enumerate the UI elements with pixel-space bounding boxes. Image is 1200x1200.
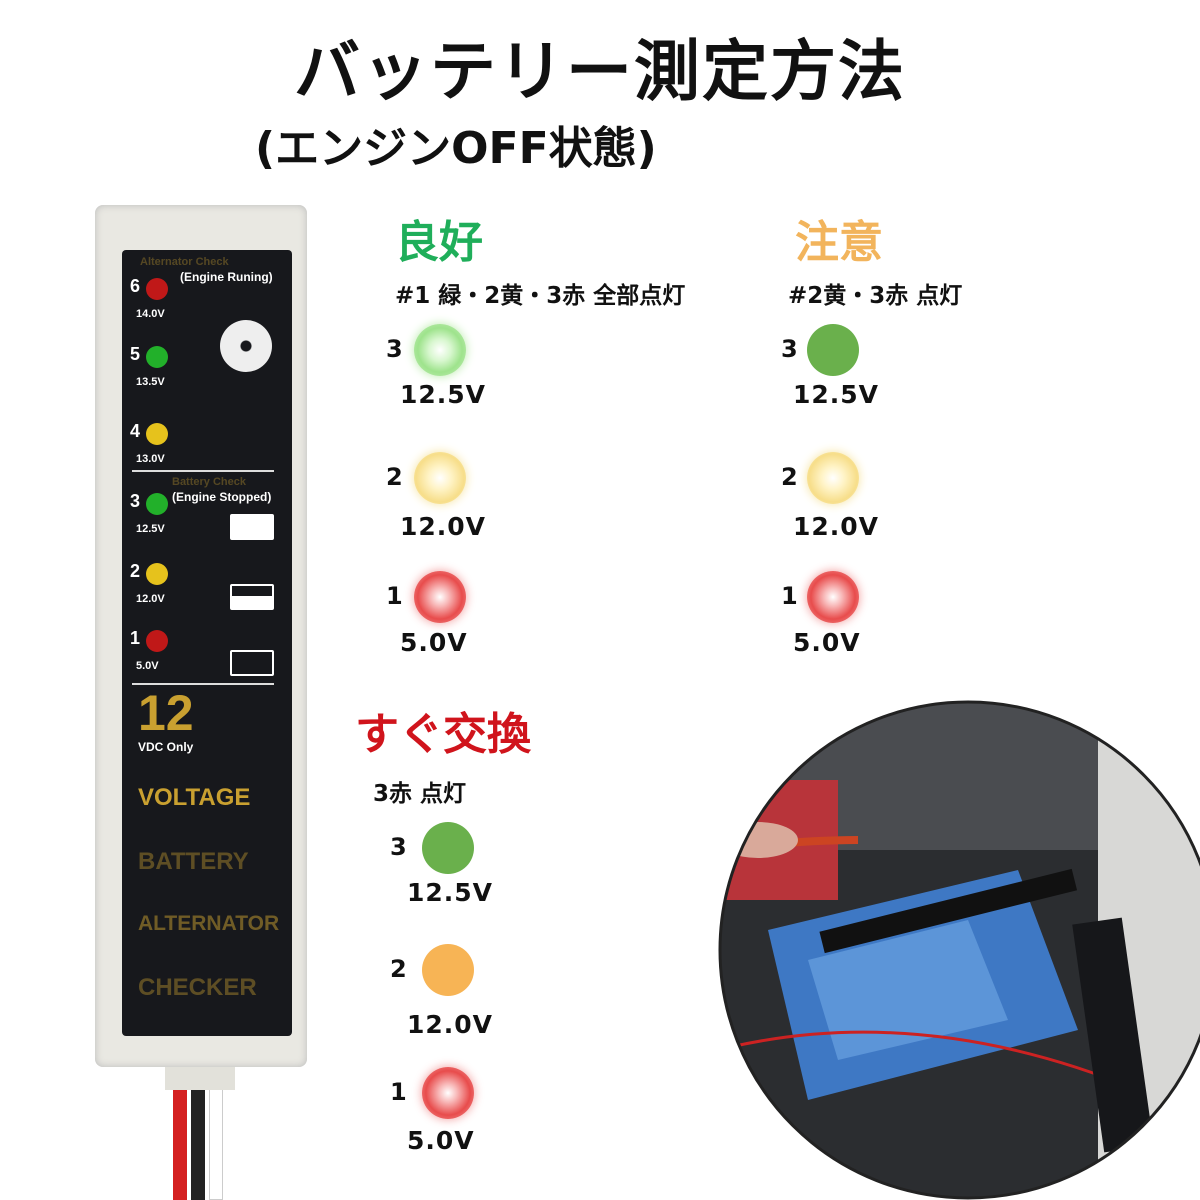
battery-full-icon (230, 514, 274, 540)
device-led-yellow (146, 423, 168, 445)
led-number: 3 (781, 335, 798, 363)
device-led-number: 2 (130, 561, 141, 581)
led-voltage: 5.0V (400, 628, 468, 657)
engine-stopped-label: (Engine Stopped) (172, 490, 272, 504)
page-title: バッテリー測定方法 (294, 33, 906, 110)
led-number: 2 (386, 463, 403, 491)
device-led-number: 6 (130, 276, 141, 296)
led-number: 1 (390, 1078, 407, 1106)
led-indicator-off-green (807, 324, 859, 376)
led-voltage: 12.0V (407, 1010, 494, 1039)
device-led-voltage: 13.0V (136, 453, 165, 465)
led-number: 3 (390, 833, 407, 861)
tester-cable (165, 1060, 235, 1200)
vdc-only-label: VDC Only (138, 740, 194, 754)
led-voltage: 5.0V (407, 1126, 475, 1155)
led-indicator-lit-yellow (414, 452, 466, 504)
device-led-voltage: 14.0V (136, 308, 165, 320)
voltage-rating: 12 (138, 685, 194, 741)
led-indicator-lit-green (414, 324, 466, 376)
divider (132, 683, 274, 685)
battery-half-icon (230, 584, 274, 610)
page-subtitle: (エンジンOFF状態) (255, 123, 657, 174)
alternator-icon (220, 320, 272, 372)
device-led-red (146, 630, 168, 652)
status-title: 良好 (395, 217, 483, 268)
device-led-yellow (146, 563, 168, 585)
led-indicator-lit-red (414, 571, 466, 623)
engine-running-label: (Engine Runing) (180, 270, 273, 284)
device-led-number: 5 (130, 344, 141, 364)
status-title: すぐ交換 (355, 709, 531, 760)
led-voltage: 12.5V (407, 878, 494, 907)
device-led-green (146, 346, 168, 368)
led-indicator-lit-yellow (807, 452, 859, 504)
device-led-red (146, 278, 168, 300)
status-title: 注意 (795, 217, 883, 268)
brand-word: ALTERNATOR (138, 912, 280, 935)
led-indicator-off-orange (422, 944, 474, 996)
led-voltage: 12.5V (793, 380, 880, 409)
usage-photo (718, 700, 1200, 1200)
device-led-voltage: 12.0V (136, 593, 165, 605)
led-number: 1 (781, 582, 798, 610)
status-description: #2黄・3赤 点灯 (788, 283, 963, 309)
alternator-header: Alternator Check (140, 256, 229, 268)
status-description: #1 緑・2黄・3赤 全部点灯 (395, 283, 686, 309)
led-indicator-lit-red (422, 1067, 474, 1119)
led-voltage: 12.5V (400, 380, 487, 409)
led-voltage: 12.0V (400, 512, 487, 541)
device-led-voltage: 13.5V (136, 376, 165, 388)
led-number: 3 (386, 335, 403, 363)
battery-header: Battery Check (172, 476, 246, 488)
led-voltage: 5.0V (793, 628, 861, 657)
device-led-voltage: 12.5V (136, 523, 165, 535)
status-description: 3赤 点灯 (373, 781, 467, 807)
led-number: 1 (386, 582, 403, 610)
tester-panel: Alternator Check (Engine Runing) Battery… (122, 250, 292, 1036)
led-number: 2 (390, 955, 407, 983)
brand-word: VOLTAGE (138, 784, 251, 811)
battery-empty-icon (230, 650, 274, 676)
led-voltage: 12.0V (793, 512, 880, 541)
brand-word: CHECKER (138, 974, 257, 1001)
led-indicator-lit-red (807, 571, 859, 623)
led-number: 2 (781, 463, 798, 491)
device-led-voltage: 5.0V (136, 660, 159, 672)
device-led-number: 4 (130, 421, 141, 441)
led-indicator-off-green (422, 822, 474, 874)
device-led-green (146, 493, 168, 515)
divider (132, 470, 274, 472)
brand-word: BATTERY (138, 848, 249, 875)
device-led-number: 3 (130, 491, 141, 511)
device-led-number: 1 (130, 628, 141, 648)
